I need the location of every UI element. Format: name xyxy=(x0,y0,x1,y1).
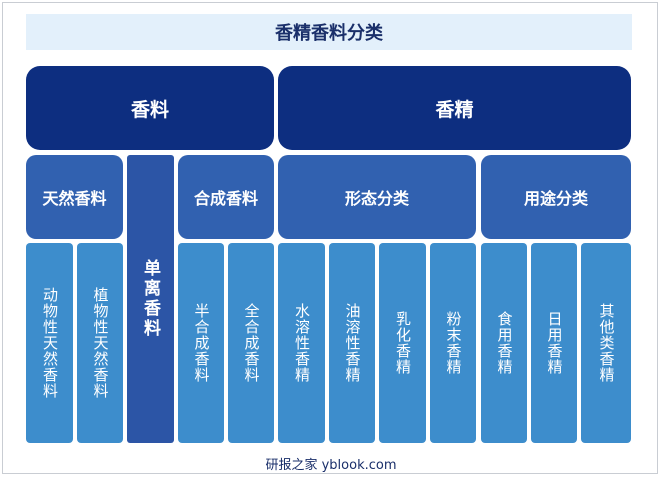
node-usage-classification: 用途分类 xyxy=(481,155,631,239)
leaf-emulsified: 乳化香精 xyxy=(379,243,426,443)
source-footer: 研报之家 yblook.com xyxy=(265,458,397,473)
diagram-frame xyxy=(2,2,658,474)
diagram-title: 香精香料分类 xyxy=(26,14,632,50)
leaf-other: 其他类香精 xyxy=(581,243,631,443)
leaf-semi-synthetic: 半合成香料 xyxy=(178,243,224,443)
leaf-oil-soluble: 油溶性香精 xyxy=(329,243,375,443)
leaf-water-soluble: 水溶性香精 xyxy=(278,243,325,443)
leaf-full-synthetic: 全合成香料 xyxy=(228,243,274,443)
node-form-classification: 形态分类 xyxy=(278,155,476,239)
node-synthetic-fragrance: 合成香料 xyxy=(178,155,274,239)
leaf-food: 食用香精 xyxy=(481,243,527,443)
leaf-daily: 日用香精 xyxy=(531,243,577,443)
node-fragrance-materials: 香料 xyxy=(26,66,274,150)
node-isolated-fragrance: 单离香料 xyxy=(127,155,174,443)
node-natural-fragrance: 天然香料 xyxy=(26,155,123,239)
leaf-powder: 粉末香精 xyxy=(430,243,476,443)
node-flavors-essences: 香精 xyxy=(278,66,631,150)
leaf-animal-natural: 动物性天然香料 xyxy=(26,243,73,443)
leaf-plant-natural: 植物性天然香料 xyxy=(77,243,123,443)
